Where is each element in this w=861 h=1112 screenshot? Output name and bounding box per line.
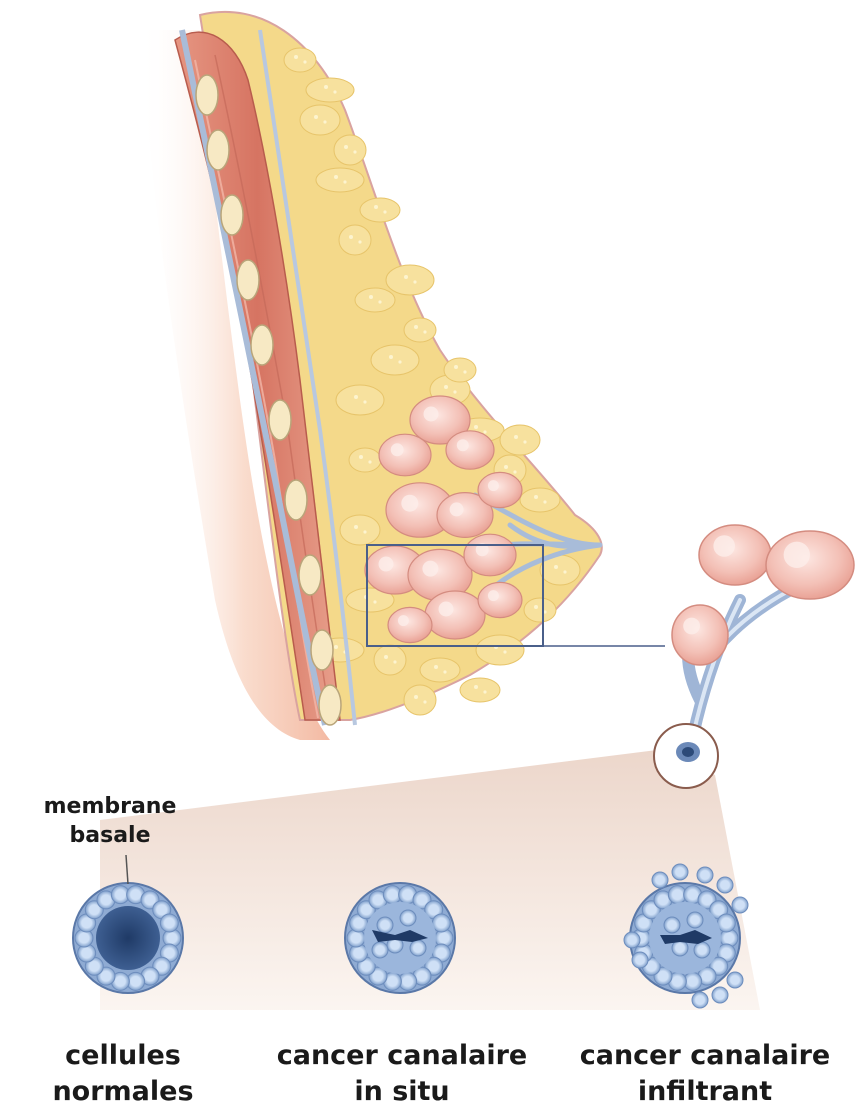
membrane-label-line1: membrane (40, 793, 180, 822)
in-situ-duct-section (345, 883, 455, 993)
normal-cells-caption: cellules normales (28, 1038, 218, 1111)
insitu-caption-line1: cancer canalaire (252, 1038, 552, 1074)
insitu-caption-line2: in situ (252, 1074, 552, 1110)
membrane-label-line2: basale (40, 822, 180, 851)
normal-caption-line2: normales (28, 1074, 218, 1110)
normal-duct-section (73, 883, 183, 993)
duct-branch-detail (672, 525, 854, 750)
infiltrant-caption-line2: infiltrant (555, 1074, 855, 1110)
in-situ-caption: cancer canalaire in situ (252, 1038, 552, 1111)
infiltrating-caption: cancer canalaire infiltrant (555, 1038, 855, 1111)
membrane-basale-label: membrane basale (40, 793, 180, 850)
normal-caption-line1: cellules (28, 1038, 218, 1074)
infiltrant-caption-line1: cancer canalaire (555, 1038, 855, 1074)
